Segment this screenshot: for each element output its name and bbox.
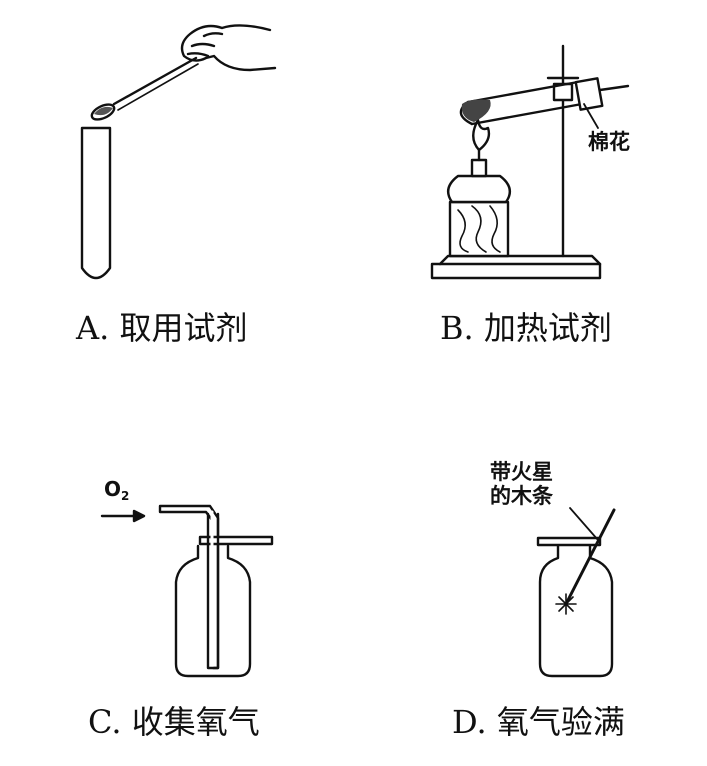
hand-icon: [180, 24, 277, 72]
gas-collecting-bottle: [174, 544, 252, 678]
caption-c: C. 收集氧气: [88, 703, 260, 741]
arrow-head-icon: [132, 509, 146, 523]
caption-a: A. 取用试剂: [76, 309, 248, 347]
cotton-label: 棉花: [588, 130, 630, 154]
test-tube: [80, 126, 112, 280]
panel-a-illustration: [80, 24, 277, 280]
wooden-splint: [564, 508, 616, 606]
spoon-handle-edge: [117, 63, 199, 111]
delivery-tube: [598, 84, 630, 92]
gas-subscript: 2: [121, 489, 130, 503]
splint-label: 带火星 的木条: [490, 460, 553, 508]
stopper: [574, 77, 604, 111]
reagent-powder: [94, 106, 113, 116]
panel-b-illustration: [430, 44, 630, 280]
splint-label-line2: 的木条: [490, 484, 553, 509]
spoon-handle: [112, 56, 198, 106]
caption-b: B. 加热试剂: [440, 309, 612, 347]
alcohol-lamp-icon: [446, 148, 512, 204]
gas-delivery-tube: [158, 504, 220, 670]
gas-label: O2: [104, 478, 129, 504]
gas-symbol: O: [104, 477, 122, 501]
heated-test-tube: [459, 80, 584, 126]
panel-c-illustration: [100, 504, 274, 678]
panel-d-illustration: [536, 507, 616, 678]
splint-label-line1: 带火星: [490, 460, 553, 484]
glass-plate: [198, 535, 274, 546]
glass-plate: [536, 536, 602, 547]
gas-collecting-bottle: [538, 544, 614, 678]
cotton-label-pointer: [583, 103, 599, 129]
glowing-spark-icon: [555, 593, 577, 615]
caption-d: D. 氧气验满: [452, 703, 625, 741]
splint-label-pointer: [569, 507, 599, 541]
flame-icon: [472, 118, 491, 152]
stand-base: [430, 262, 602, 280]
